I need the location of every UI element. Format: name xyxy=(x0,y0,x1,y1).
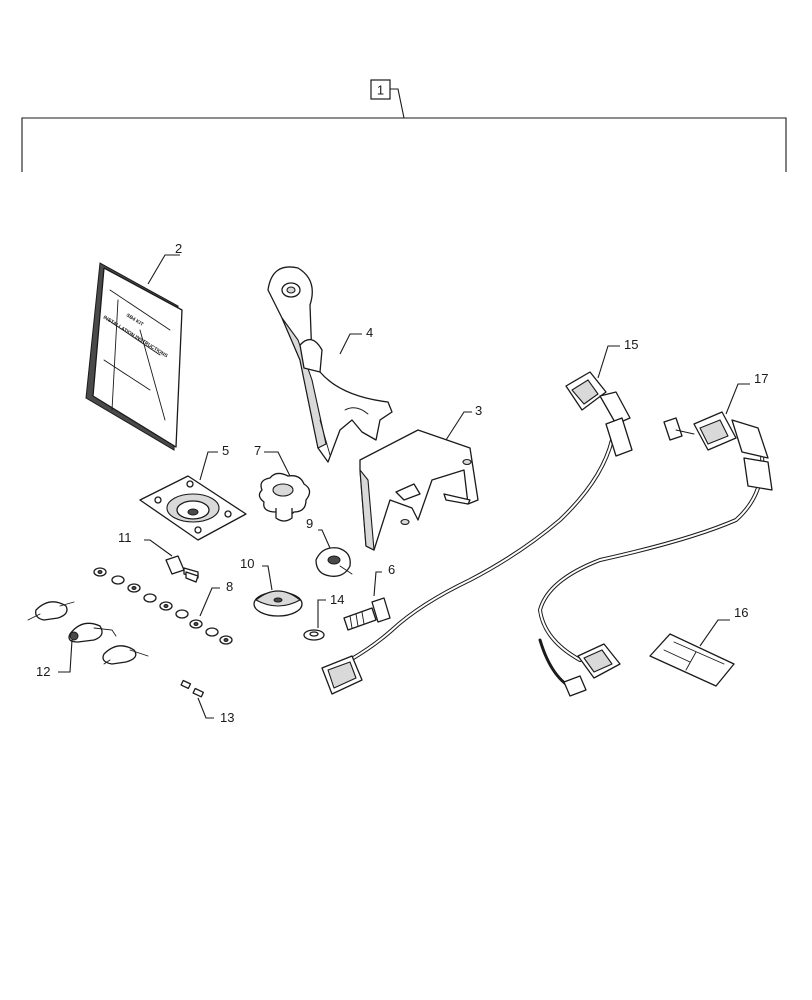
part-5-boot-plate: 5 xyxy=(139,443,247,541)
part-3-mount-bracket: 3 xyxy=(359,403,482,551)
part-12-clamps: 12 xyxy=(27,601,149,679)
part-8-fittings: 8 xyxy=(93,567,233,645)
callout-6[interactable]: 6 xyxy=(388,562,395,577)
callout-9[interactable]: 9 xyxy=(306,516,313,531)
callout-7[interactable]: 7 xyxy=(254,443,261,458)
part-13-set-screws: 13 xyxy=(180,679,234,725)
callout-11[interactable]: 11 xyxy=(118,530,132,545)
part-16-decal: 16 xyxy=(649,605,748,687)
callout-3[interactable]: 3 xyxy=(475,403,482,418)
kit-callout-group: 1 xyxy=(21,79,787,172)
part-4-arm-bracket: 4 xyxy=(267,266,393,463)
part-11-screw: 11 xyxy=(118,530,199,583)
kit-callout-label: 1 xyxy=(377,83,384,98)
callout-14[interactable]: 14 xyxy=(330,592,344,607)
callout-4[interactable]: 4 xyxy=(366,325,373,340)
callout-16[interactable]: 16 xyxy=(734,605,748,620)
callout-10[interactable]: 10 xyxy=(240,556,254,571)
part-6-bolt: 6 xyxy=(343,562,395,631)
part-17-harness: 17 xyxy=(538,371,773,697)
callout-5[interactable]: 5 xyxy=(222,443,229,458)
part-7-knob: 7 xyxy=(254,443,311,522)
callout-15[interactable]: 15 xyxy=(624,337,638,352)
callout-12[interactable]: 12 xyxy=(36,664,50,679)
callout-8[interactable]: 8 xyxy=(226,579,233,594)
part-15-harness: 15 xyxy=(321,337,638,695)
callout-17[interactable]: 17 xyxy=(754,371,768,386)
part-10-grommet: 10 xyxy=(240,556,303,617)
part-14-washer: 14 xyxy=(303,592,344,641)
part-9-clip: 9 xyxy=(306,516,353,577)
part-2-manual: SB4 KIT INSTALLATION INSTRUCTIONS 2 xyxy=(85,241,183,451)
callout-13[interactable]: 13 xyxy=(220,710,234,725)
kit-bracket xyxy=(21,88,787,172)
callout-2[interactable]: 2 xyxy=(175,241,182,256)
